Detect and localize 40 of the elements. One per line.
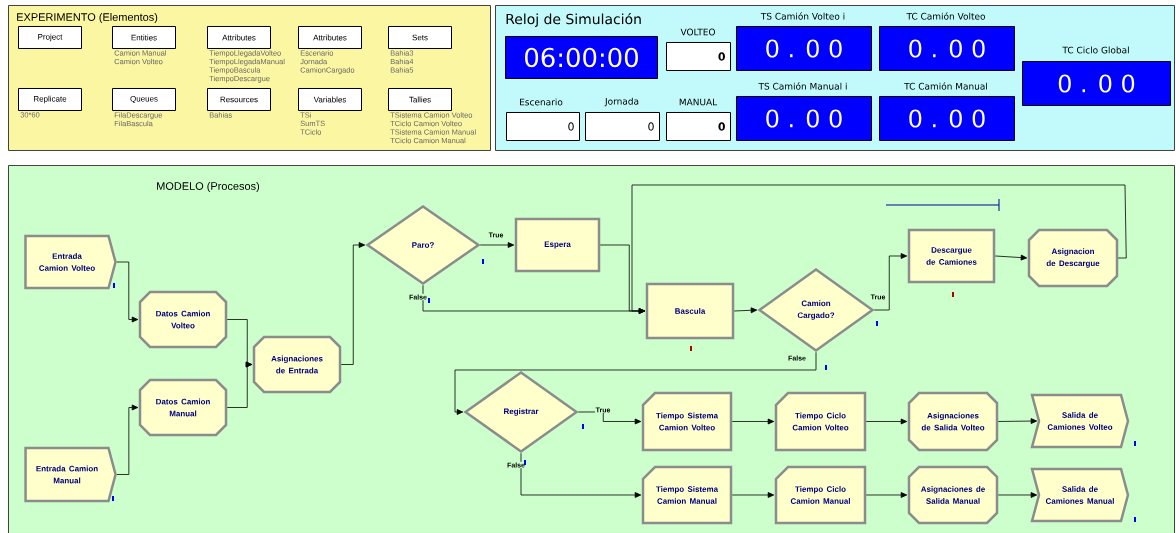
display-label: Escenario [520,98,563,106]
display-label: MANUAL [679,98,718,106]
connector [479,242,515,248]
digital-display: 0 . 0 0 [879,96,1015,141]
display-label: Jornada [604,97,639,107]
connector [865,418,908,425]
display-label: TS Camión Volteo i [760,12,845,20]
connector [577,411,642,425]
digital-display: 0 . 0 0 [1022,61,1171,106]
connector [631,184,1127,314]
display-label: TC Camión Manual [904,82,987,90]
connector [994,254,1028,261]
connector [340,242,366,365]
panel-title: EXPERIMENTO (Elementos) [17,12,158,24]
display-label: VOLTEO [680,28,715,36]
connector [731,418,775,425]
digital-display: 06:00:00 [505,36,658,79]
connector [226,361,253,408]
connector [997,492,1038,498]
connector [116,404,139,475]
value-field: 0 [666,42,731,71]
value-field: 0 [585,112,660,141]
connector [865,492,908,498]
display-label: Reloj de Simulación [506,12,641,28]
display-label: TS Camión Manual i [758,82,847,90]
connector [454,351,817,415]
connector [733,307,758,314]
connector [520,452,642,498]
digital-display: 0 . 0 0 [879,26,1015,71]
digital-display: 0 . 0 0 [736,96,872,141]
panel-title: MODELO (Procesos) [157,181,260,193]
connector [873,253,908,311]
value-field: 0 [666,112,731,141]
display-label: TC Ciclo Global [1062,46,1129,54]
display-label: TC Camión Volteo [906,12,985,20]
value-field: 0 [506,112,580,141]
connector [731,492,775,498]
digital-display: 0 . 0 0 [736,26,872,71]
connector [997,418,1038,424]
connector [116,261,139,323]
